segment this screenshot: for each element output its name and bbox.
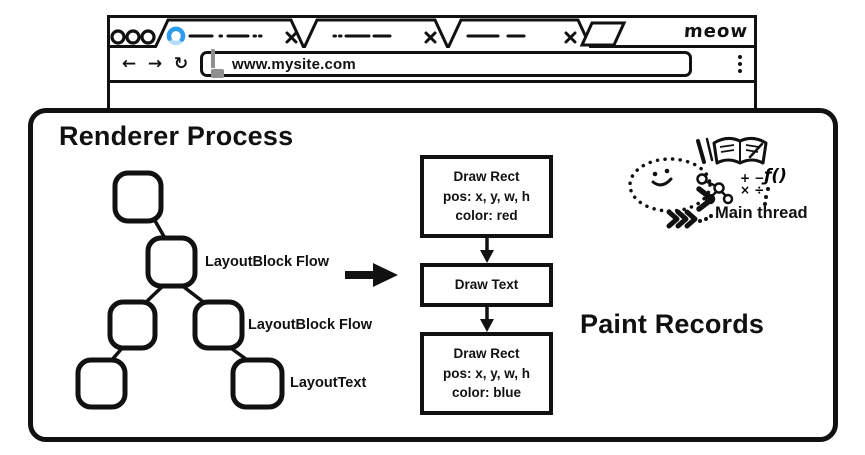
paint-record-line: Draw Text (454, 277, 519, 293)
function-icon: ƒ() (761, 166, 787, 186)
navigation-bar: ← → ↻ www.mysite.com (110, 48, 754, 83)
math-icon: + − (740, 171, 764, 185)
tab-strip: meow (110, 18, 754, 48)
tab-outline-2[interactable] (302, 18, 450, 48)
tab-close-icon-3[interactable] (564, 31, 577, 44)
window-control-icon[interactable] (125, 29, 141, 45)
brand-text: meow (683, 21, 749, 42)
back-icon[interactable]: ← (121, 53, 137, 74)
flow-arrow-icon (345, 263, 398, 287)
stationery-icon (696, 137, 714, 164)
layout-tree-node-child-left (107, 299, 158, 351)
lock-icon (211, 48, 225, 78)
window-control-icon[interactable] (110, 29, 126, 45)
layout-tree-node-root (112, 170, 164, 224)
layout-tree-node-leaf-left (75, 357, 128, 410)
paint-record-line: pos: x, y, w, h (442, 365, 530, 381)
address-bar[interactable]: www.mysite.com (200, 48, 692, 78)
panel-title: Renderer Process (59, 121, 294, 151)
tab-close-icon-2[interactable] (424, 31, 437, 44)
layout-tree-node-block1 (145, 235, 198, 289)
book-icon (712, 136, 768, 165)
paint-record-box-3: Draw Rect pos: x, y, w, h color: blue (420, 332, 553, 415)
new-tab-icon[interactable] (579, 21, 627, 47)
tab-outline-1[interactable] (153, 18, 306, 48)
tree-node-label: LayoutBlock Flow (248, 317, 373, 333)
loading-spinner-icon (166, 26, 186, 46)
dot-trail (698, 187, 770, 223)
layout-tree-node-text (230, 357, 285, 410)
layout-tree-node-block2 (192, 299, 245, 351)
math-icon: × ÷ (740, 183, 764, 197)
paint-record-line: color: blue (451, 385, 521, 401)
main-thread-doodle: + − × ÷ ƒ() (628, 136, 787, 229)
renderer-process-panel: Renderer Process LayoutBlock Flow Layout… (28, 108, 838, 442)
main-thread-label: Main thread (715, 204, 808, 222)
paint-records-heading: Paint Records (580, 309, 765, 339)
forward-icon[interactable]: → (147, 53, 163, 74)
paint-record-box-2: Draw Text (420, 263, 553, 307)
down-arrow-icon (478, 307, 496, 332)
down-arrow-icon (478, 238, 496, 263)
paint-record-line: color: red (455, 208, 518, 224)
paint-record-line: pos: x, y, w, h (442, 188, 530, 204)
smiley-face-icon (651, 168, 673, 187)
paint-record-box-1: Draw Rect pos: x, y, w, h color: red (420, 155, 553, 238)
layout-tree-diagram (75, 170, 285, 410)
window-control-icon[interactable] (140, 29, 156, 45)
tab-outline-3[interactable] (446, 18, 593, 48)
url-text[interactable]: www.mysite.com (232, 55, 356, 73)
dotted-ellipse (628, 157, 712, 213)
tree-node-label: LayoutBlock Flow (205, 254, 330, 270)
tree-node-label: LayoutText (290, 375, 367, 391)
paint-record-line: Draw Rect (453, 169, 520, 185)
tab-strip-art (110, 18, 627, 48)
menu-dots-icon[interactable] (738, 55, 744, 73)
tab-close-icon-1[interactable] (285, 31, 298, 44)
reload-icon[interactable]: ↻ (173, 53, 189, 74)
paint-record-line: Draw Rect (453, 346, 520, 362)
chevron-arrows-icon (666, 186, 715, 229)
paint-records-list: Draw Rect pos: x, y, w, h color: red Dra… (420, 155, 553, 415)
